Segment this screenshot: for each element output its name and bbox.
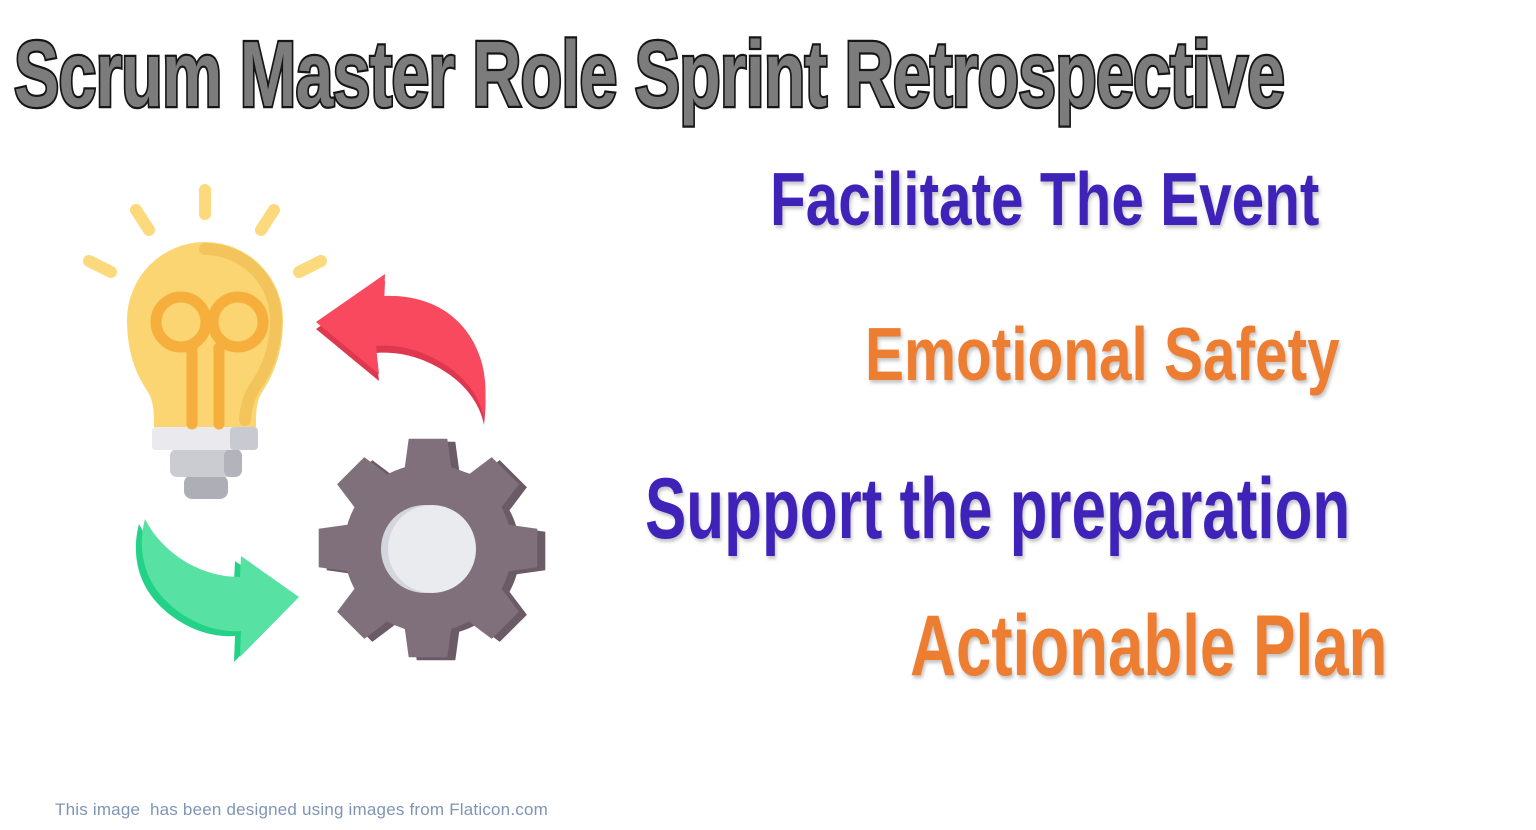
green-curved-arrow-icon (135, 519, 299, 662)
lightbulb-base-icon (152, 427, 258, 499)
bullet-emotional-safety: Emotional Safety (865, 312, 1340, 396)
page-title: Scrum Master Role Sprint Retrospective (12, 22, 1286, 126)
gear-hub-icon (388, 505, 476, 593)
red-curved-arrow-icon (316, 274, 486, 425)
gear-icon (318, 438, 546, 661)
filament-icon (150, 291, 269, 430)
lightbulb-rays-icon (83, 184, 327, 278)
attribution: This image has been designed using image… (55, 800, 548, 819)
bullet-support-the-preparation: Support the preparation (645, 461, 1351, 557)
bullet-facilitate-the-event: Facilitate The Event (770, 157, 1320, 241)
lightbulb-icon (127, 242, 283, 430)
bullet-actionable-plan: Actionable Plan (910, 598, 1388, 694)
